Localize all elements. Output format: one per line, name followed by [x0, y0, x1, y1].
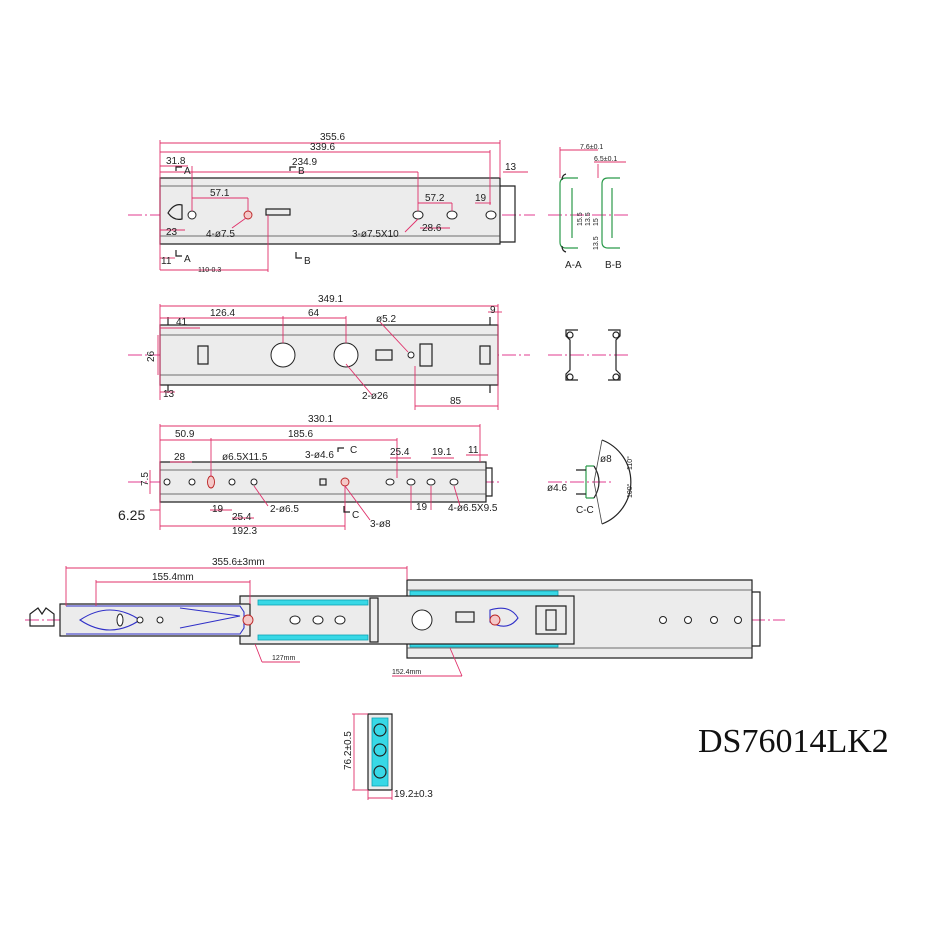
dim-section-a-h2: 13.5 — [585, 212, 592, 226]
dim-edge-offset: 6.25 — [118, 507, 145, 523]
dim-section-b-h1: 15 — [593, 218, 600, 226]
dim-length-2: 339.6 — [310, 142, 335, 153]
section-mark-a-top: A — [184, 166, 191, 177]
dim-section-b-h2: 13.5 — [593, 236, 600, 250]
dim-end: 11 — [468, 445, 479, 456]
dim-pitch-end: 19 — [475, 193, 487, 204]
view-assembly: 355.6±3mm 155.4mm 127mm 152.4mm — [25, 557, 785, 677]
dim-end-width: 19.2±0.3 — [394, 789, 433, 800]
dim-pitch-d: 25.4 — [232, 512, 252, 523]
dim-offset: 31.8 — [166, 156, 186, 167]
dim-pitch-a: 25.4 — [390, 447, 410, 458]
dim-bottom-offset: 13 — [163, 389, 175, 400]
dim-total-length: 349.1 — [318, 294, 343, 305]
sections-ab: 7.6±0.1 6.5±0.1 15.5 13.5 15 13.5 A-A B-… — [548, 144, 628, 271]
section-cc: ø8 ø4.6 100° 110° C-C — [547, 439, 634, 525]
section-mark-c-bottom: C — [352, 510, 359, 521]
dim-height-left: 23 — [166, 227, 178, 238]
dim-angle-110: 110° — [626, 456, 634, 470]
dim-end: 13 — [505, 162, 517, 173]
dim-hole-spacing: 64 — [308, 308, 320, 319]
dim-total-length: 355.6 — [320, 132, 345, 143]
section-mark-b-top: B — [298, 166, 305, 177]
view-inner-member: 330.1 50.9 185.6 28 ø6.5X11.5 3-ø4.6 25.… — [118, 414, 500, 537]
section-label-c: C-C — [576, 505, 594, 516]
dim-large-holes: 3-ø8 — [370, 519, 391, 530]
dim-hole-span: 185.6 — [288, 429, 313, 440]
dim-slot: ø6.5X11.5 — [222, 452, 268, 463]
dim-slots-right: 3-ø7.5X10 — [352, 229, 399, 240]
dim-height: 7.5 — [140, 472, 151, 486]
dim-hole-4-6: ø4.6 — [547, 483, 567, 494]
dim-pitch-e: 19 — [416, 502, 428, 513]
dim-hole-position: 126.4 — [210, 308, 235, 319]
dim-slot-pitch: 28.6 — [422, 223, 442, 234]
dim-pitch-right: 57.2 — [425, 193, 445, 204]
section-mark-b-bottom: B — [304, 256, 311, 267]
view-intermediate-member: 349.1 9 41 126.4 64 ø5.2 26 13 2-ø26 85 — [128, 294, 530, 410]
view-end: 76.2±0.5 19.2±0.3 — [343, 713, 433, 800]
section-mark-c-top: C — [350, 445, 357, 456]
dim-section-a-width: 7.6±0.1 — [580, 144, 603, 151]
dim-end: 9 — [490, 305, 496, 316]
view-outer-member: 355.6 339.6 31.8 234.9 13 57.1 57.2 19 2… — [128, 132, 535, 274]
section-label-a: A-A — [565, 260, 582, 271]
dim-offset: 50.9 — [175, 429, 195, 440]
dim-outer-offset: 152.4mm — [392, 669, 421, 676]
dim-section-b-width: 6.5±0.1 — [594, 156, 617, 163]
dim-round-holes: 2-ø6.5 — [270, 504, 299, 515]
dim-holes-left: 4-ø7.5 — [206, 229, 235, 240]
dim-hole-spacing: 234.9 — [292, 157, 317, 168]
dim-bottom-length: 110-0.3 — [198, 267, 221, 274]
dim-first-hole: 28 — [174, 452, 186, 463]
dim-slots: 4-ø6.5X9.5 — [448, 503, 498, 514]
dim-small-holes: 3-ø4.6 — [305, 450, 334, 461]
dim-end-length: 85 — [450, 396, 462, 407]
sections-intermediate — [548, 329, 630, 381]
dim-pitch-left: 57.1 — [210, 188, 230, 199]
section-mark-a-bottom: A — [184, 254, 191, 265]
dim-extension-length: 355.6±3mm — [212, 557, 265, 568]
dim-end-height: 76.2±0.5 — [343, 731, 354, 770]
dim-bottom-length: 192.3 — [232, 526, 257, 537]
model-number: DS76014LK2 — [698, 723, 889, 760]
dim-angle-100: 100° — [626, 483, 634, 498]
dim-small-hole: ø5.2 — [376, 314, 396, 325]
dim-total-length: 330.1 — [308, 414, 333, 425]
dim-bottom-offset: 11 — [161, 256, 172, 267]
section-label-b: B-B — [605, 260, 622, 271]
dim-pitch-c: 19 — [212, 504, 224, 515]
dim-middle-offset: 127mm — [272, 655, 296, 662]
dim-large-holes: 2-ø26 — [362, 391, 389, 402]
dim-height: 26 — [146, 350, 157, 362]
dim-pitch-b: 19.1 — [432, 447, 452, 458]
dim-section-a-h1: 15.5 — [577, 212, 584, 226]
dim-hole-8: ø8 — [600, 454, 612, 465]
dim-inner-travel: 155.4mm — [152, 572, 194, 583]
dim-offset: 41 — [176, 317, 188, 328]
